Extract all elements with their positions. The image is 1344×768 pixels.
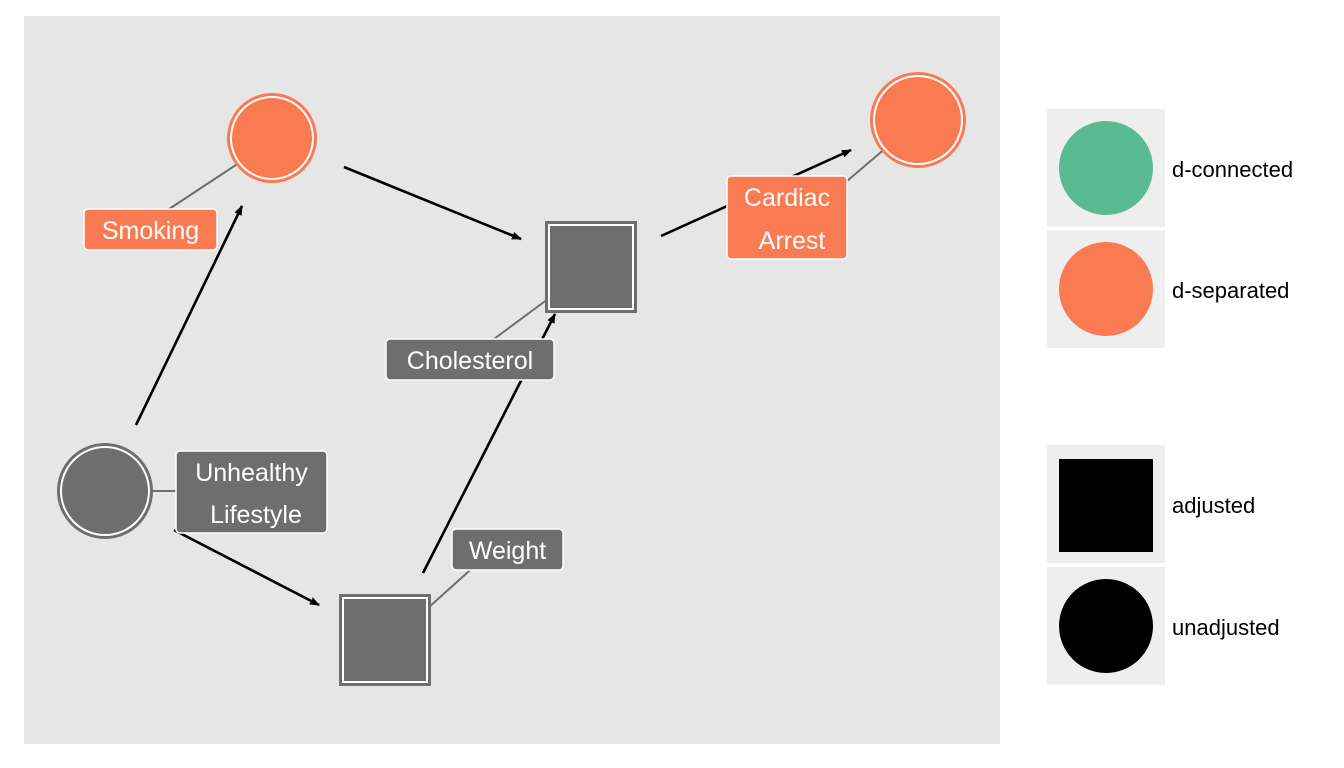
node-weight-shape: [339, 594, 431, 686]
node-cardiac-arrest: [870, 72, 966, 168]
legend-swatch-d-separated: [1059, 242, 1153, 336]
label-cholesterol: Cholesterol: [385, 338, 555, 381]
label-smoking-box: [83, 208, 218, 251]
label-unhealthy-lifestyle: Unhealthy Lifestyle: [175, 450, 328, 534]
label-weight: Weight: [451, 528, 564, 571]
edge-lifestyle-to-weight: [173, 528, 320, 607]
label-cholesterol-text: Cholesterol: [407, 347, 533, 375]
node-cardiac-arrest-inner-ring: [873, 75, 963, 165]
node-unhealthy-lifestyle: [57, 443, 153, 539]
legend-swatch-d-connected: [1059, 121, 1153, 215]
leader-smoking: [159, 156, 249, 216]
node-weight-inner-ring: [342, 597, 428, 683]
legend-label-adjusted: adjusted: [1172, 493, 1255, 518]
node-cholesterol: [545, 221, 637, 313]
label-cardiac-arrest-box: [726, 175, 848, 260]
label-cardiac-arrest-line2: Arrest: [759, 227, 826, 255]
label-lifestyle-line1: Unhealthy: [195, 459, 308, 487]
legend-swatch-unadjusted: [1059, 579, 1153, 673]
edge-lifestyle-to-smoking: [134, 205, 244, 426]
node-lifestyle-shape: [57, 443, 153, 539]
node-cholesterol-shape: [545, 221, 637, 313]
label-smoking: Smoking: [83, 208, 218, 251]
node-smoking: [227, 93, 317, 183]
legend-label-d-connected: d-connected: [1172, 157, 1293, 182]
label-weight-text: Weight: [469, 537, 546, 565]
label-cardiac-arrest-line1: Cardiac: [744, 184, 830, 212]
label-cardiac-arrest: Cardiac Arrest: [726, 175, 848, 260]
node-smoking-shape: [227, 93, 317, 183]
leader-cholesterol: [489, 295, 553, 343]
label-lifestyle-box: [175, 450, 328, 534]
node-weight: [339, 594, 431, 686]
legend-swatch-adjusted: [1059, 459, 1153, 552]
node-cardiac-arrest-shape: [870, 72, 966, 168]
edge-smoking-to-cholesterol: [343, 165, 522, 241]
legend-adjusted: adjusted unadjusted: [1047, 445, 1280, 685]
legend-label-unadjusted: unadjusted: [1172, 615, 1280, 640]
node-cholesterol-inner-ring: [548, 224, 634, 310]
node-smoking-inner-ring: [230, 96, 314, 180]
legend-status: d-connected d-separated: [1047, 109, 1293, 348]
label-smoking-text: Smoking: [102, 217, 199, 245]
label-cholesterol-box: [385, 338, 555, 381]
label-lifestyle-line2: Lifestyle: [210, 501, 302, 529]
label-weight-box: [451, 528, 564, 571]
node-lifestyle-inner-ring: [60, 446, 150, 536]
legend-label-d-separated: d-separated: [1172, 278, 1289, 303]
